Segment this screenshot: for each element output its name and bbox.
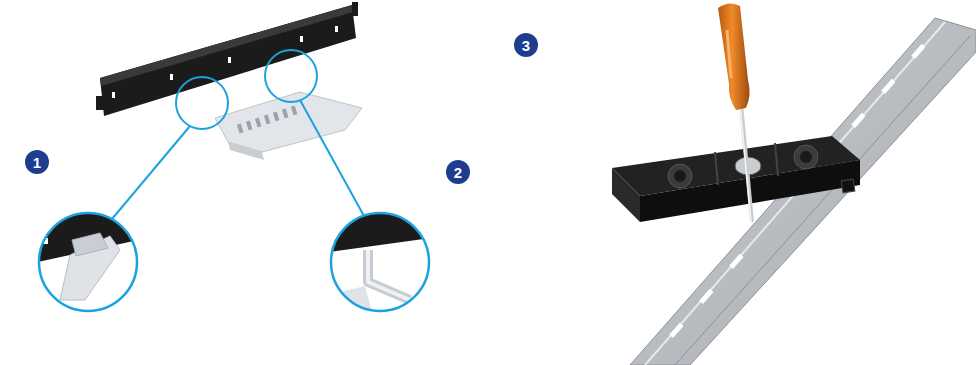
callout-number: 2 <box>446 160 470 184</box>
callout-text: 2 <box>454 165 462 180</box>
callout-text: 3 <box>522 38 530 53</box>
din-rail <box>630 18 976 365</box>
zoom-detail <box>38 212 138 312</box>
callout-circle-shape <box>25 150 49 174</box>
callout-text: 1 <box>33 155 41 170</box>
zoom-circle <box>39 213 137 311</box>
screwdriver <box>718 3 752 222</box>
callout-number: 3 <box>514 33 538 57</box>
zoom-circle <box>331 213 429 311</box>
zoom-leaders <box>112 50 364 219</box>
callout-circle-shape <box>446 160 470 184</box>
zoom-detail <box>330 212 430 312</box>
callout-number: 1 <box>25 150 49 174</box>
rail-module <box>612 136 860 222</box>
callout-circle-shape <box>514 33 538 57</box>
